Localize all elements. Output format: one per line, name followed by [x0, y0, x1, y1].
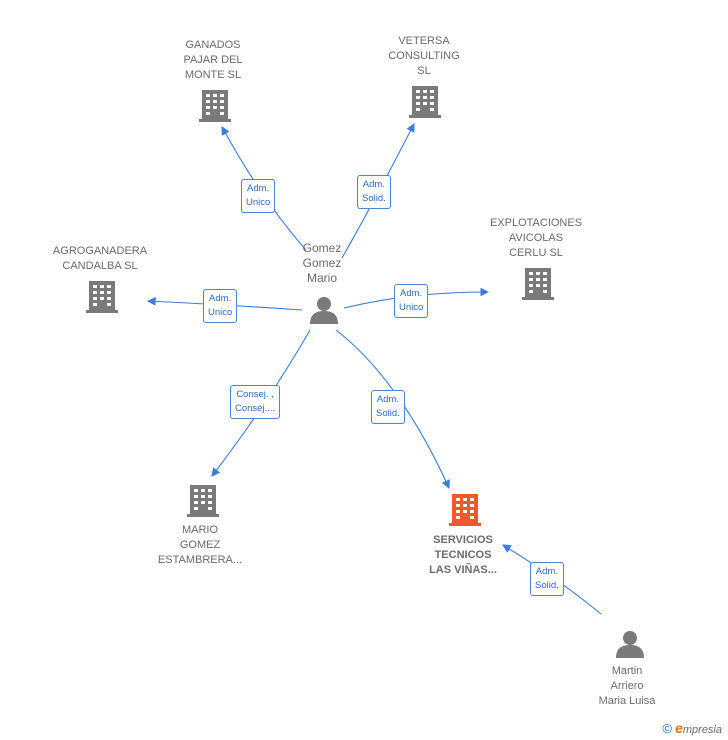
vetersa-label[interactable]: VETERSA CONSULTING SL	[388, 35, 460, 77]
explotaciones-label[interactable]: EXPLOTACIONES AVICOLAS CERLU SL	[489, 217, 583, 259]
empresia-logo: © empresia	[662, 720, 722, 736]
edge-label-explotaciones: Adm. Unico	[394, 284, 429, 318]
vetersa-building-icon[interactable]	[409, 86, 441, 118]
servicios-label[interactable]: SERVICIOS TECNICOS LAS VIÑAS...	[429, 534, 497, 576]
mario-building-icon[interactable]	[187, 485, 219, 517]
copyright-symbol: ©	[662, 721, 673, 736]
edge-label-agroganadera: Adm. Unico	[203, 289, 238, 323]
logo-brand-rest: mpresia	[682, 724, 722, 736]
edge-label-ganados: Adm. Unico	[241, 179, 276, 213]
agroganadera-label[interactable]: AGROGANADERA CANDALBA SL	[52, 245, 148, 272]
agroganadera-building-icon[interactable]	[86, 281, 118, 313]
edge-label-servicios: Adm. Solid.	[371, 390, 405, 424]
ganados-building-icon[interactable]	[199, 90, 231, 122]
edge-label-mario: Consej. , Consej....	[230, 385, 281, 419]
martin-person-icon[interactable]	[616, 631, 644, 658]
explotaciones-building-icon[interactable]	[522, 268, 554, 300]
edge-label-martin: Adm. Solid.	[530, 562, 564, 596]
gomez-person-icon[interactable]	[310, 297, 338, 324]
ganados-label[interactable]: GANADOS PAJAR DEL MONTE SL	[183, 39, 243, 81]
mario-label[interactable]: MARIO GOMEZ ESTAMBRERA...	[157, 524, 243, 566]
logo-brand-first: e	[675, 720, 683, 736]
gomez-label[interactable]: Gomez Gomez Mario	[302, 241, 342, 285]
edge-label-vetersa: Adm. Solid.	[357, 175, 391, 209]
servicios-building-icon[interactable]	[449, 494, 481, 526]
martin-label[interactable]: Martin Arriero Maria Luisa	[598, 665, 656, 707]
